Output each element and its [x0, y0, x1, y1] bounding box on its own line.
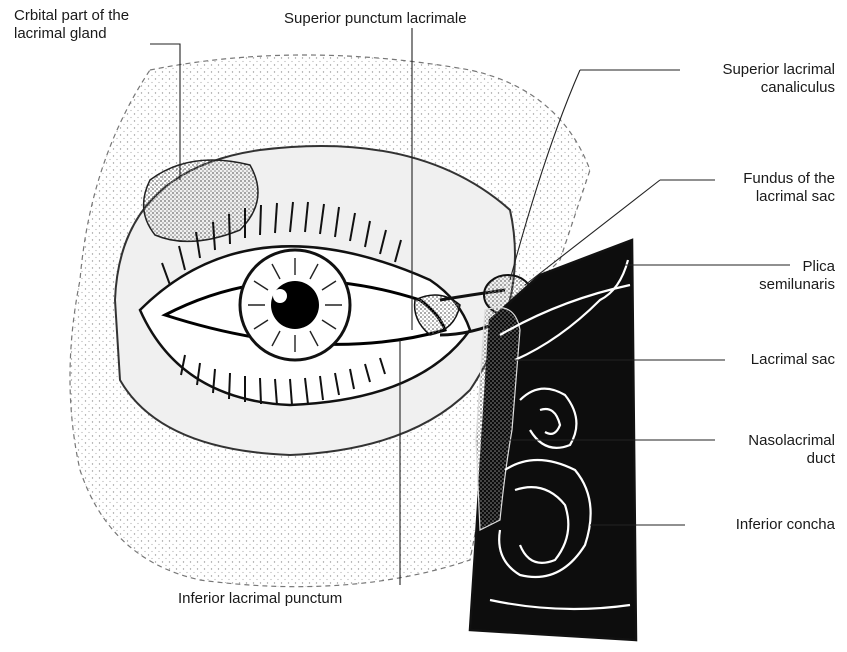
label-nasolacrimal-line2: duct: [748, 450, 835, 468]
pupil: [271, 281, 319, 329]
label-orbital-gland: Crbital part of the lacrimal gland: [14, 7, 129, 43]
label-plica-line2: semilunaris: [759, 276, 835, 294]
label-inferior-punctum: Inferior lacrimal punctum: [178, 590, 342, 608]
label-orbital-gland-line1: Crbital part of the: [14, 7, 129, 25]
label-plica: Plica semilunaris: [759, 258, 835, 294]
label-superior-canaliculus: Superior lacrimal canaliculus: [722, 61, 835, 97]
label-fundus: Fundus of the lacrimal sac: [743, 170, 835, 206]
label-orbital-gland-line2: lacrimal gland: [14, 25, 129, 43]
label-fundus-line2: lacrimal sac: [743, 188, 835, 206]
pupil-highlight: [273, 289, 287, 303]
lacrimal-gland-shape: [144, 160, 258, 241]
label-fundus-line1: Fundus of the: [743, 170, 835, 188]
label-superior-canaliculus-line2: canaliculus: [722, 79, 835, 97]
label-plica-line1: Plica: [759, 258, 835, 276]
label-nasolacrimal-line1: Nasolacrimal: [748, 432, 835, 450]
label-nasolacrimal: Nasolacrimal duct: [748, 432, 835, 468]
label-superior-punctum: Superior punctum lacrimale: [284, 10, 467, 28]
label-inferior-concha: Inferior concha: [736, 516, 835, 534]
label-lacrimal-sac: Lacrimal sac: [751, 351, 835, 369]
label-superior-canaliculus-line1: Superior lacrimal: [722, 61, 835, 79]
